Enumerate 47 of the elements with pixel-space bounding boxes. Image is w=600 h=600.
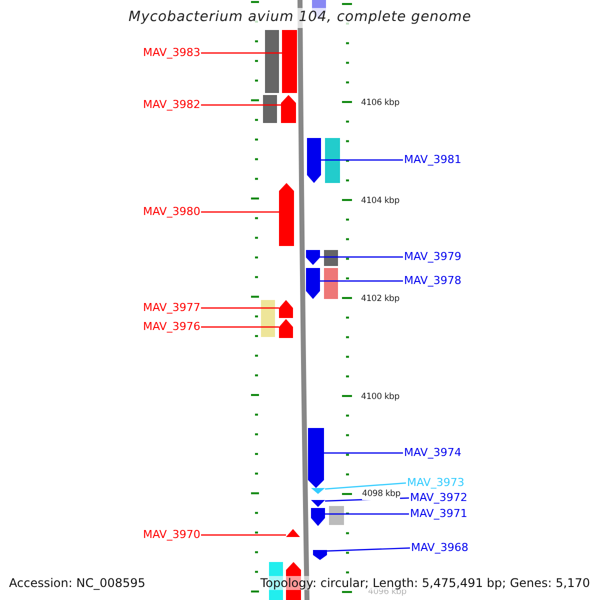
title: Mycobacterium avium 104, complete genome bbox=[128, 9, 472, 25]
gene-bar bbox=[279, 300, 293, 318]
scale-label: 4104 kbp bbox=[361, 196, 400, 207]
gene-bar bbox=[306, 268, 320, 299]
info-text: Accession: NC_008595 bbox=[9, 576, 146, 590]
gene-label: MAV_3976 bbox=[143, 320, 200, 334]
gene-bar bbox=[307, 138, 321, 183]
scale-label: 4106 kbp bbox=[361, 98, 400, 109]
gene-label: MAV_3977 bbox=[143, 301, 200, 315]
leader-line bbox=[325, 513, 409, 515]
gene-label: MAV_3971 bbox=[410, 507, 468, 521]
leader-line bbox=[201, 52, 282, 54]
leader-line bbox=[201, 104, 281, 106]
leader-line bbox=[320, 280, 403, 282]
info-text: Topology: circular; Length: 5,475,491 bp; Genes: 5,170 bbox=[260, 576, 590, 590]
leader-line bbox=[324, 452, 403, 454]
gene-label: MAV_3968 bbox=[411, 541, 468, 555]
gene-label: MAV_3979 bbox=[404, 250, 462, 264]
scale-label: 4100 kbp bbox=[361, 392, 400, 403]
gene-bar bbox=[279, 183, 294, 246]
gene-label: MAV_3982 bbox=[143, 98, 200, 112]
gene-label: MAV_3970 bbox=[143, 528, 200, 542]
gene-bar bbox=[313, 550, 327, 560]
leader-line bbox=[201, 534, 286, 536]
gene-label: MAV_3973 bbox=[407, 476, 464, 490]
leader-line bbox=[326, 547, 410, 552]
gene-label: MAV_3980 bbox=[143, 205, 200, 219]
gene-label: MAV_3983 bbox=[143, 46, 200, 60]
gene-bar bbox=[282, 30, 297, 93]
gene-bar bbox=[279, 319, 293, 338]
scale-label: 4102 kbp bbox=[361, 294, 400, 305]
gene-bar bbox=[281, 95, 296, 123]
scale-label: 4098 kbp bbox=[362, 489, 400, 500]
gene-bar bbox=[306, 250, 320, 265]
gene-bar bbox=[308, 428, 324, 488]
leader-line bbox=[201, 211, 279, 213]
gene-label: MAV_3978 bbox=[404, 274, 462, 288]
leader-line bbox=[321, 159, 403, 161]
leader-line bbox=[201, 326, 279, 328]
leader-line bbox=[324, 482, 406, 490]
gene-bar bbox=[286, 529, 300, 537]
gene-label: MAV_3974 bbox=[404, 446, 462, 460]
leader-line bbox=[320, 256, 403, 258]
gene-label: MAV_3972 bbox=[410, 491, 468, 505]
gene-label: MAV_3981 bbox=[404, 153, 462, 167]
leader-line bbox=[201, 307, 279, 309]
scale-label: 4096 kbp bbox=[368, 587, 406, 598]
